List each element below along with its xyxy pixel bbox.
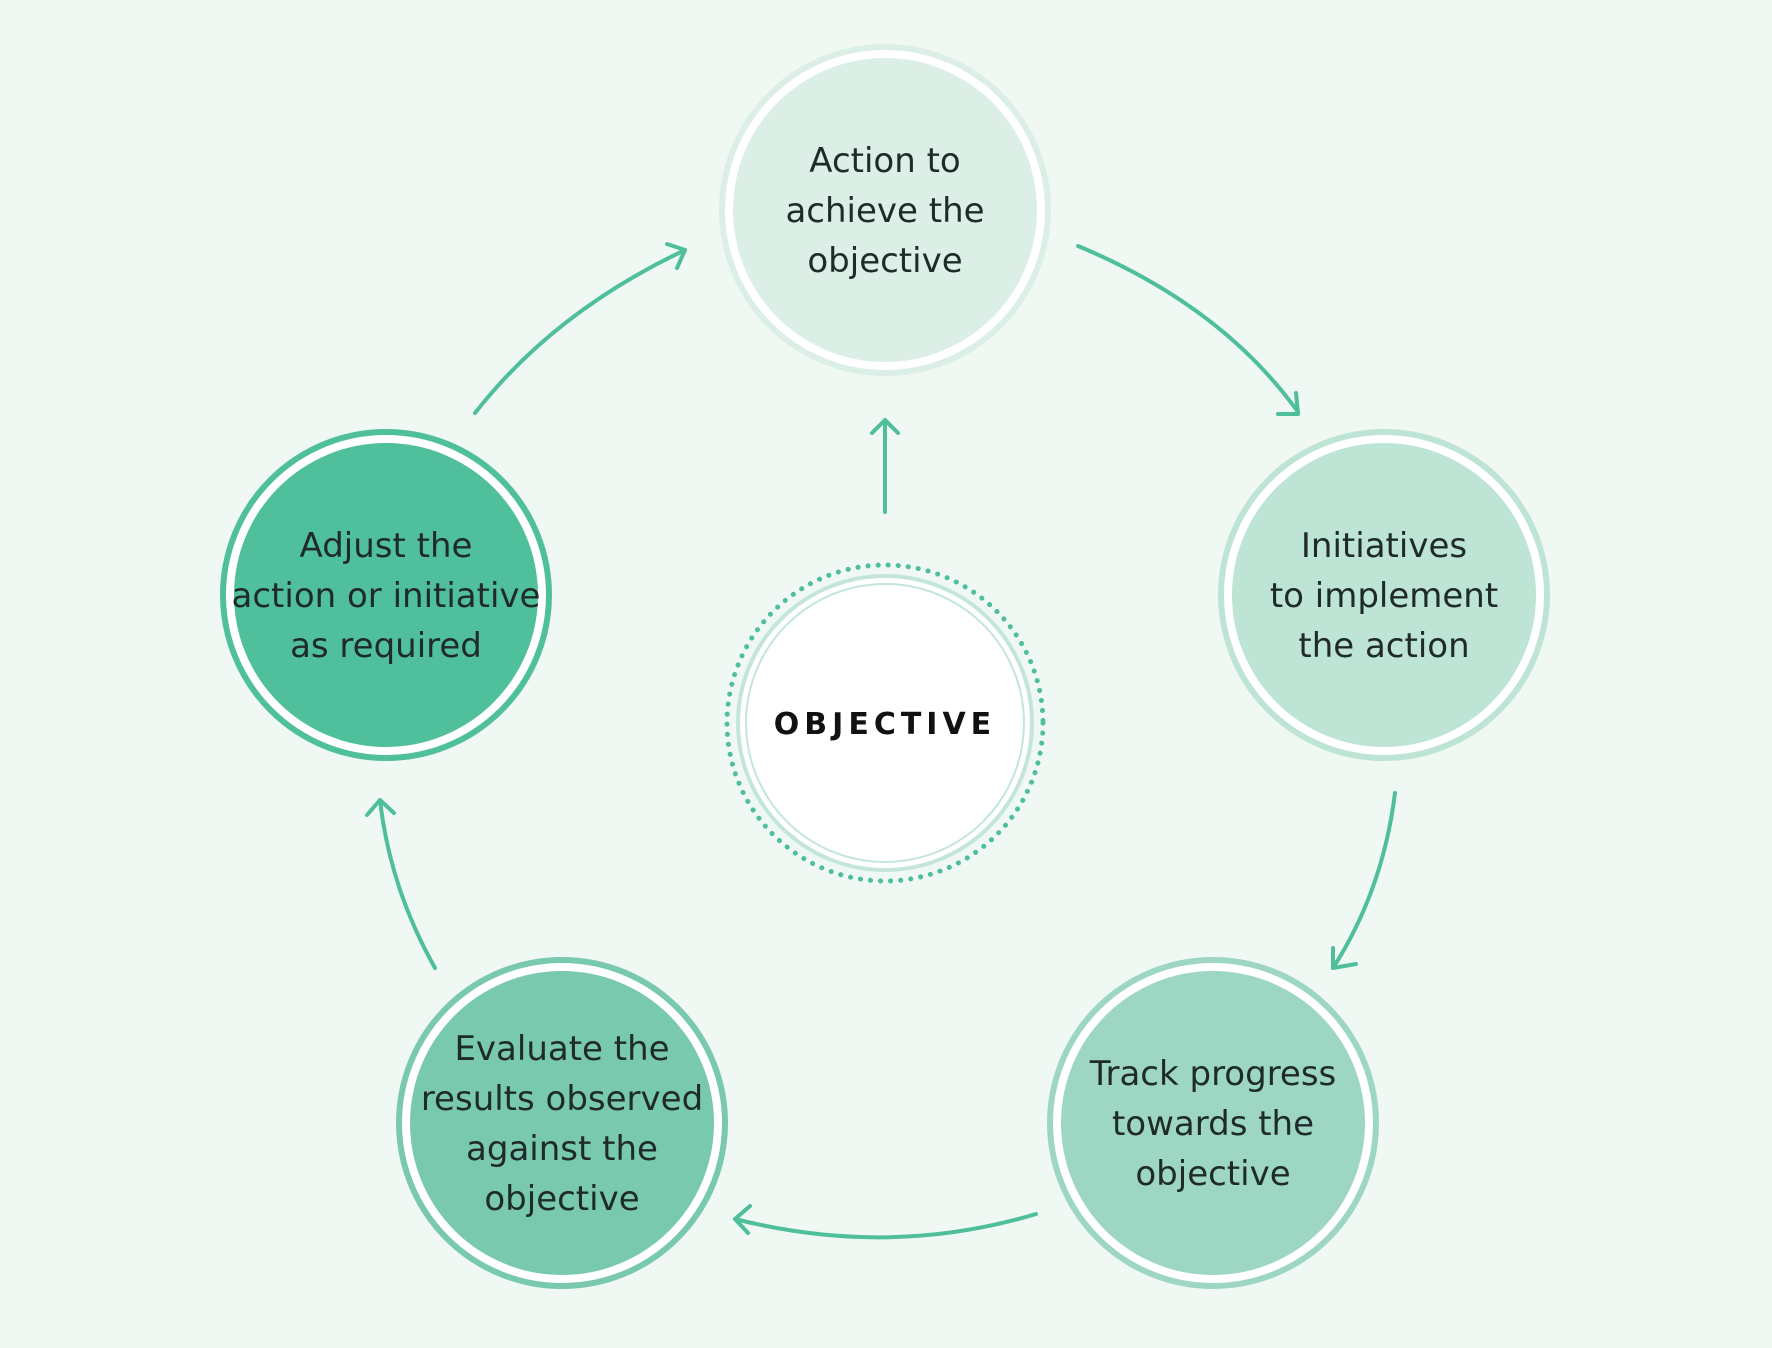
arrow-evaluate-to-adjust-head [365, 798, 396, 817]
node-label-line: towards the [1112, 1104, 1314, 1144]
node-label-line: Adjust the [300, 526, 473, 566]
node-label-line: against the [466, 1129, 658, 1169]
node-label-line: action or initiative [232, 576, 541, 616]
node-label-line: Initiatives [1301, 526, 1467, 566]
node-label-line: as required [290, 626, 482, 666]
center-label: OBJECTIVE [774, 707, 996, 742]
center-objective-node: OBJECTIVE [724, 562, 1046, 884]
node-initiatives: Initiatives to implement the action [1218, 429, 1550, 761]
arrow-adjust-to-action [473, 248, 687, 415]
center-inner-circle [745, 583, 1025, 863]
arrow-adjust-to-action-head [665, 242, 687, 270]
center-dotted-ring [724, 562, 1046, 884]
node-label-line: objective [1135, 1154, 1290, 1194]
node-label-line: achieve the [785, 191, 984, 231]
cycle-arrows [365, 242, 1397, 1240]
node-inner-circle [410, 971, 714, 1275]
node-action: Action to achieve the objective [719, 44, 1051, 376]
node-label-line: objective [807, 241, 962, 281]
node-inner-circle [733, 58, 1037, 362]
node-adjust: Adjust the action or initiative as require… [220, 429, 552, 761]
arrow-action-to-initiatives-head [1276, 391, 1300, 416]
node-label-line: objective [484, 1179, 639, 1219]
node-label-line: the action [1298, 626, 1469, 666]
arrow-action-to-initiatives [1076, 244, 1300, 414]
node-inner-circle [1232, 443, 1536, 747]
arrow-initiatives-to-track-head [1331, 946, 1358, 970]
node-track: Track progress towards the objective [1047, 957, 1379, 1289]
node-label-line: Action to [809, 141, 960, 181]
node-label-line: Evaluate the [454, 1029, 669, 1069]
node-evaluate: Evaluate the results observed against the o… [396, 957, 728, 1289]
arrow-center-to-action-head [870, 418, 900, 435]
node-label-line: results observed [421, 1079, 703, 1119]
node-label-line: Track progress [1089, 1054, 1337, 1094]
arrow-track-to-evaluate [733, 1212, 1038, 1240]
arrow-evaluate-to-adjust [378, 798, 437, 970]
node-inner-circle [1061, 971, 1365, 1275]
node-label-line: to implement [1270, 576, 1498, 616]
arrow-initiatives-to-track [1331, 791, 1397, 970]
arrow-track-to-evaluate-head [733, 1204, 752, 1235]
node-inner-circle [234, 443, 538, 747]
